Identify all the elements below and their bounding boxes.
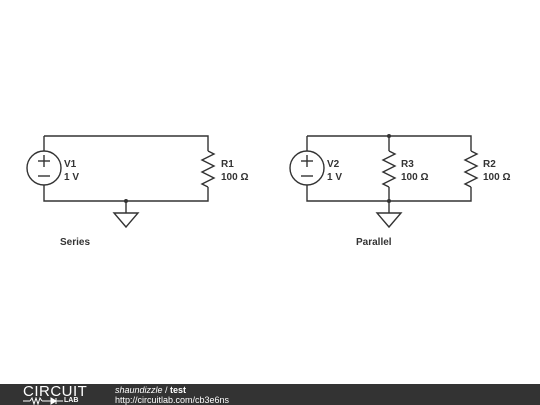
parallel-circuit xyxy=(289,134,479,229)
parallel-junction-top xyxy=(387,134,391,138)
r1-value: 100 Ω xyxy=(221,172,248,183)
voltage-source-v2-icon xyxy=(289,150,325,186)
v1-value: 1 V xyxy=(64,172,79,183)
r1-label: R1 xyxy=(221,159,234,170)
circuitlab-logo-icon xyxy=(23,397,63,405)
meta-separator: / xyxy=(162,385,171,395)
schematic-drawing: V1 1 V R1 100 Ω Series xyxy=(26,134,510,248)
footer-bar: CIRCUIT LAB shaundizzle / test http://ci… xyxy=(0,384,540,405)
v2-label: V2 xyxy=(327,159,340,170)
circuitlab-logo-text: CIRCUIT xyxy=(23,383,88,400)
circuit-title[interactable]: test xyxy=(170,385,187,395)
series-caption: Series xyxy=(60,237,90,248)
r3-value: 100 Ω xyxy=(401,172,428,183)
resistor-r2-icon xyxy=(463,150,479,188)
r2-label: R2 xyxy=(483,159,496,170)
series-wire-top xyxy=(44,135,209,151)
resistor-r3-icon xyxy=(381,150,397,188)
resistor-r1-icon xyxy=(200,150,216,188)
series-circuit xyxy=(26,135,216,229)
r2-value: 100 Ω xyxy=(483,172,510,183)
parallel-caption: Parallel xyxy=(356,237,392,248)
series-wire-left-bottom xyxy=(43,185,209,202)
ground-icon xyxy=(112,212,140,229)
circuit-url-link[interactable]: http://circuitlab.com/cb3e6ns xyxy=(115,395,230,405)
voltage-source-v1-icon xyxy=(26,150,62,186)
v2-value: 1 V xyxy=(327,172,342,183)
author-link[interactable]: shaundizzle xyxy=(115,385,163,395)
circuitlab-logo-lab: LAB xyxy=(64,397,79,404)
parallel-wire-top xyxy=(307,135,472,151)
circuit-meta: shaundizzle / test xyxy=(115,385,186,395)
ground-icon xyxy=(375,212,403,229)
v1-label: V1 xyxy=(64,159,77,170)
r3-label: R3 xyxy=(401,159,414,170)
